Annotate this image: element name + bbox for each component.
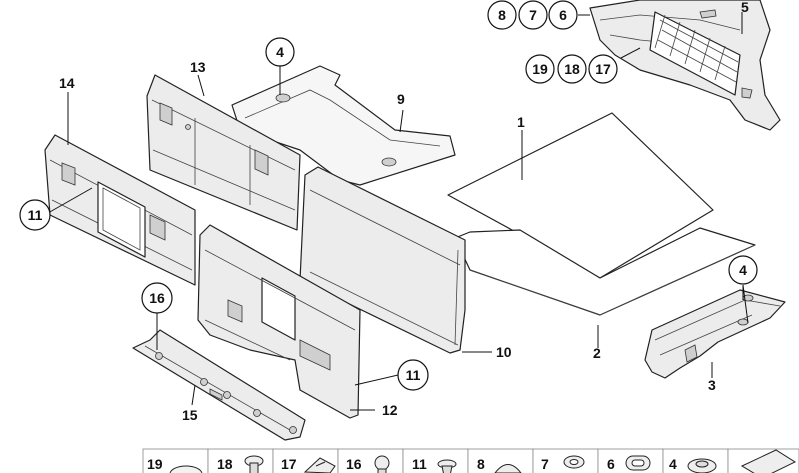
- callout-4-right: 4: [728, 255, 758, 285]
- svg-text:17: 17: [595, 61, 611, 77]
- flat-disc-icon: [169, 465, 203, 473]
- expanding-rivet-icon: [437, 459, 457, 473]
- label-12: 12: [382, 402, 398, 418]
- strip-label-6: 6: [607, 456, 615, 472]
- label-10: 10: [496, 344, 512, 360]
- strip-label-17: 17: [281, 456, 297, 472]
- strip-label-7: 7: [541, 456, 549, 472]
- callout-16: 16: [141, 282, 173, 314]
- label-2: 2: [593, 345, 601, 361]
- callout-17: 17: [588, 54, 618, 84]
- strip-label-8: 8: [477, 456, 485, 472]
- strip-label-16: 16: [346, 456, 362, 472]
- carpet-mat-part-2: [454, 227, 756, 316]
- callout-11-left: 11: [19, 199, 51, 231]
- callout-4-top: 4: [265, 37, 295, 67]
- svg-text:16: 16: [149, 290, 165, 306]
- sill-strip-part-15: [132, 329, 306, 441]
- svg-text:4: 4: [739, 262, 747, 278]
- callout-11-center: 11: [397, 359, 429, 391]
- label-3: 3: [708, 377, 716, 393]
- label-9: 9: [397, 91, 405, 107]
- strip-label-19: 19: [147, 456, 163, 472]
- svg-text:4: 4: [276, 44, 284, 60]
- callout-6: 6: [548, 0, 578, 30]
- label-14: 14: [59, 75, 75, 91]
- label-15: 15: [182, 407, 198, 423]
- svg-text:6: 6: [559, 7, 567, 23]
- strip-cell-16: [337, 448, 404, 473]
- leader-lines: [47, 12, 749, 411]
- floor-carpet-part-9: [231, 65, 456, 186]
- push-rivet-icon: [244, 455, 264, 473]
- callout-19: 19: [525, 54, 555, 84]
- callout-18: 18: [557, 54, 587, 84]
- strip-cell-11: [402, 448, 469, 473]
- side-rail-part-3: [644, 289, 786, 379]
- round-knob-icon: [374, 455, 390, 473]
- svg-text:7: 7: [529, 7, 537, 23]
- side-panel-part-14: [44, 134, 196, 286]
- callout-7: 7: [518, 0, 548, 30]
- label-13: 13: [190, 59, 206, 75]
- svg-text:8: 8: [498, 7, 506, 23]
- callout-8: 8: [487, 0, 517, 30]
- oval-grommet-icon: [625, 455, 651, 471]
- partition-panel-part-13: [146, 74, 301, 231]
- strip-label-18: 18: [217, 456, 233, 472]
- svg-text:11: 11: [28, 207, 43, 223]
- svg-text:11: 11: [406, 367, 421, 383]
- rear-panel-part-5: [589, 0, 781, 131]
- svg-text:18: 18: [564, 61, 580, 77]
- wedge-pad-icon: [740, 449, 797, 473]
- svg-text:19: 19: [532, 61, 548, 77]
- label-5: 5: [741, 0, 749, 15]
- label-1: 1: [517, 114, 525, 130]
- hardware-strip: 19 18 17 16 11 8 7 6 4: [142, 448, 799, 473]
- strip-label-11: 11: [412, 456, 427, 472]
- plug-cap-icon: [687, 458, 717, 473]
- partition-panel-part-12: [197, 224, 361, 419]
- strip-label-4: 4: [669, 456, 677, 472]
- nut-icon: [563, 455, 585, 469]
